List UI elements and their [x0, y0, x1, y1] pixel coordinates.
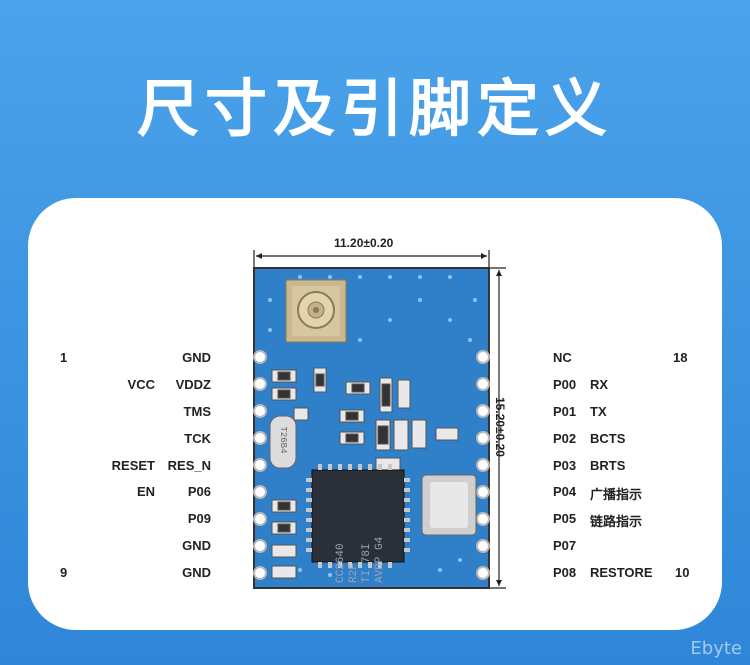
- left-pin-name: TMS: [183, 404, 211, 419]
- left-pin-name: P09: [187, 511, 211, 526]
- crystal-large: [421, 474, 477, 536]
- right-pin-func: TX: [590, 404, 607, 419]
- right-pin-number: 18: [673, 350, 688, 365]
- left-pin-name: VDDZ: [175, 377, 211, 392]
- left-pin-name: TCK: [184, 431, 211, 446]
- width-dimension-line: [253, 250, 490, 268]
- passive-components: [271, 367, 459, 579]
- left-pin-alt: VCC: [127, 377, 155, 392]
- right-pin-name: P07: [553, 538, 577, 553]
- right-pin-name: P02: [553, 431, 577, 446]
- right-pin-func: 链路指示: [590, 515, 643, 530]
- right-pin-func: RESTORE: [590, 565, 653, 580]
- crystal-marking: T26B4: [278, 426, 288, 454]
- cc2640-chip: [306, 464, 410, 568]
- chip-marking-line4: AVDP G4: [374, 536, 386, 583]
- page-title: 尺寸及引脚定义: [136, 72, 613, 145]
- chip-marking: CC2640 R2F TI 78I AVDP G4: [335, 493, 395, 583]
- left-pin-alt: RESET: [111, 458, 155, 473]
- chip-marking-line1: CC2640: [335, 543, 347, 583]
- vias: [268, 275, 477, 577]
- right-pin-name: NC: [553, 350, 572, 365]
- right-pin-name: P08: [553, 565, 577, 580]
- chip-marking-line2: R2F: [348, 563, 360, 583]
- ipex-antenna-connector: [285, 279, 347, 343]
- right-pin-name: P05: [553, 511, 577, 526]
- left-pin-name: GND: [182, 350, 211, 365]
- chip-marking-line3: TI 78I: [361, 543, 373, 583]
- right-pin-name: P01: [553, 404, 577, 419]
- right-pin-func: RX: [590, 377, 609, 392]
- right-pin-name: P04: [553, 484, 577, 499]
- left-pin-number: 1: [60, 350, 68, 365]
- height-dimension: 15.20±0.20: [492, 397, 507, 457]
- left-pin-alt: EN: [136, 484, 155, 499]
- right-pin-func: 广播指示: [590, 488, 643, 503]
- castellated-pads: [253, 350, 490, 580]
- right-pin-func: BCTS: [590, 431, 626, 446]
- right-pin-func: BRTS: [590, 458, 626, 473]
- right-pin-name: P00: [553, 377, 577, 392]
- height-dimension-line: [489, 267, 506, 589]
- left-pin-name: RES_N: [167, 458, 211, 473]
- right-pin-name: P03: [553, 458, 577, 473]
- left-pin-name: GND: [182, 538, 211, 553]
- right-pin-number: 10: [675, 565, 690, 580]
- left-pin-name: P06: [187, 484, 211, 499]
- width-dimension: 11.20±0.20: [334, 236, 394, 250]
- left-pin-name: GND: [182, 565, 211, 580]
- left-pin-number: 9: [60, 565, 68, 580]
- crystal-small: [269, 415, 297, 469]
- watermark-logo: Ebyte: [690, 638, 742, 659]
